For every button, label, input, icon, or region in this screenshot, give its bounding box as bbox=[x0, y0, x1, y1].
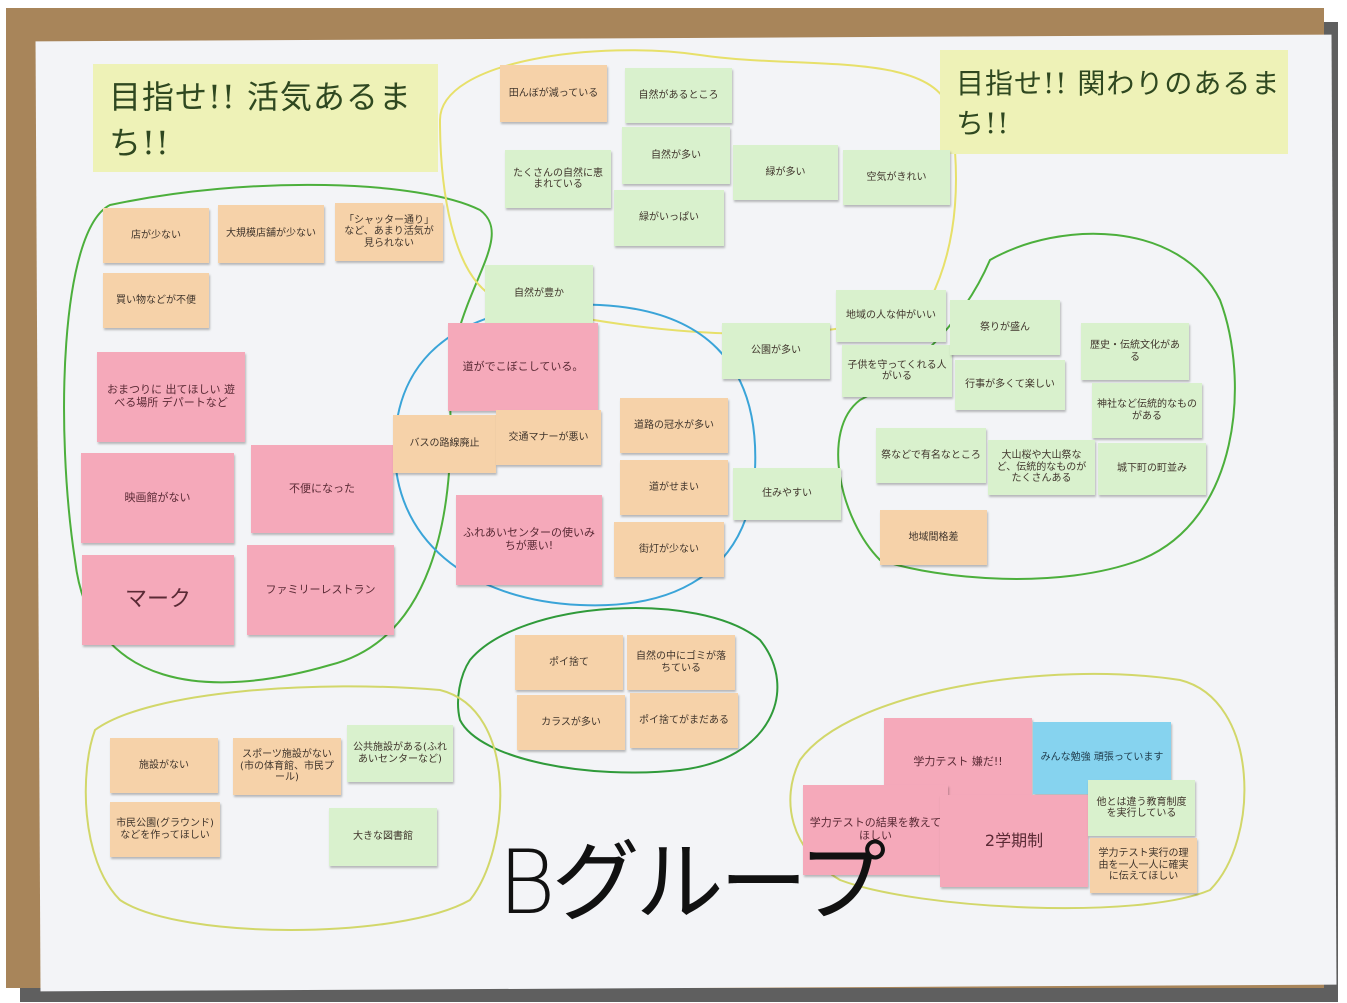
note-famous-festival: 祭などで有名なところ bbox=[876, 428, 986, 483]
note-regional-gap: 地域間格差 bbox=[880, 510, 987, 565]
note-rich-nature: 自然が豊か bbox=[485, 265, 593, 323]
note-protective-adults: 子供を守ってくれる人がいる bbox=[842, 345, 952, 397]
note-few-streetlights: 街灯が少ない bbox=[614, 522, 724, 577]
note-many-crows: カラスが多い bbox=[517, 695, 625, 750]
note-two-semesters: 2学期制 bbox=[940, 795, 1088, 887]
note-much-nature: 自然が多い bbox=[622, 127, 730, 184]
note-still-littering: ポイ捨てがまだある bbox=[630, 693, 738, 748]
note-became-inconvenient: 不便になった bbox=[251, 445, 393, 533]
note-hate-tests: 学力テスト 嫌だ!! bbox=[884, 718, 1032, 806]
note-oyama-traditions: 大山桜や大山祭など、伝統的なものがたくさんある bbox=[988, 440, 1095, 495]
note-narrow-roads: 道がせまい bbox=[620, 460, 728, 515]
title-lively-town: 目指せ!! 活気あるまち!! bbox=[93, 64, 438, 172]
note-nature-place: 自然があるところ bbox=[625, 68, 732, 123]
note-much-green: 緑が多い bbox=[733, 145, 838, 200]
note-no-cinema: 映画館がない bbox=[81, 453, 234, 543]
note-mark: マーク bbox=[82, 555, 234, 645]
note-bus-route-abolished: バスの路線廃止 bbox=[393, 415, 496, 473]
group-label: Bグループ bbox=[498, 831, 886, 934]
note-no-facilities: 施設がない bbox=[110, 738, 218, 793]
note-explain-test-reason: 学力テスト実行の理由を一人一人に確実に伝えてほしい bbox=[1090, 838, 1197, 893]
note-littering: ポイ捨て bbox=[515, 635, 623, 690]
note-bumpy-roads: 道がでこぼこしている。 bbox=[448, 323, 598, 411]
note-big-library: 大きな図書館 bbox=[329, 808, 437, 866]
note-fun-events: 行事が多くて楽しい bbox=[955, 360, 1065, 410]
note-many-parks: 公園が多い bbox=[722, 323, 830, 379]
note-tell-test-results: 学力テストの結果を教えてほしい bbox=[803, 785, 948, 875]
note-full-of-green: 緑がいっぱい bbox=[614, 190, 724, 246]
note-clean-air: 空気がきれい bbox=[843, 150, 950, 205]
note-few-shops: 店が少ない bbox=[103, 208, 209, 263]
note-want-park: 市民公園(グラウンド)などを作ってほしい bbox=[110, 802, 220, 857]
note-bad-traffic-manners: 交通マナーが悪い bbox=[496, 410, 601, 465]
note-shopping-inconvenient: 買い物などが不便 bbox=[103, 273, 209, 328]
note-history-culture: 歴史・伝統文化がある bbox=[1081, 323, 1189, 380]
note-trash-in-nature: 自然の中にゴミが落ちている bbox=[627, 635, 735, 690]
note-shutter-street: 「シャッター通り」など、あまり活気が見られない bbox=[335, 203, 443, 261]
note-festival-wish: おまつりに 出てほしい 遊べる場所 デパートなど bbox=[97, 352, 245, 442]
note-castle-town: 城下町の町並み bbox=[1098, 443, 1206, 495]
note-easy-to-live: 住みやすい bbox=[733, 468, 841, 520]
note-public-facilities: 公共施設がある(ふれあいセンターなど) bbox=[347, 725, 453, 782]
note-family-restaurant: ファミリーレストラン bbox=[247, 545, 394, 635]
note-rice-fields: 田んぼが減っている bbox=[500, 65, 607, 122]
note-traditional-things: 神社など伝統的なものがある bbox=[1092, 383, 1202, 438]
note-friendly-locals: 地域の人な仲がいい bbox=[836, 290, 946, 342]
note-no-sports-facilities: スポーツ施設がない(市の体育館、市民プール) bbox=[233, 738, 341, 795]
note-unique-education: 他とは違う教育制度を実行している bbox=[1088, 780, 1195, 836]
note-lively-festivals: 祭りが盛ん bbox=[950, 300, 1060, 355]
note-road-flooding: 道路の冠水が多い bbox=[620, 398, 728, 453]
title-connected-town: 目指せ!! 関わりのあるまち!! bbox=[940, 50, 1288, 154]
note-few-large-stores: 大規模店舗が少ない bbox=[218, 205, 324, 263]
note-fureai-center: ふれあいセンターの使いみちが悪い! bbox=[456, 495, 602, 585]
note-blessed-nature: たくさんの自然に恵まれている bbox=[505, 150, 611, 208]
